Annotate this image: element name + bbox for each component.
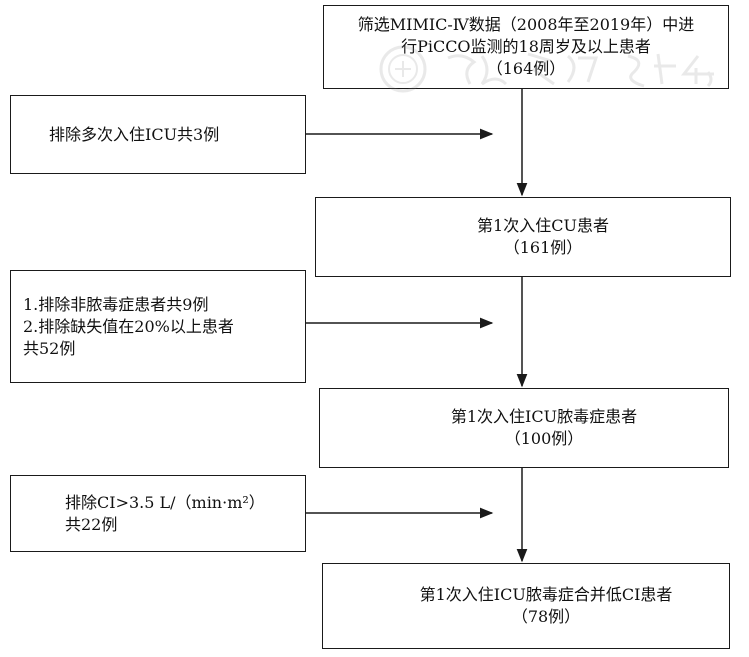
- exclusion-2-line-3: 共52例: [23, 338, 76, 358]
- first-icu-box: 第1次入住CU患者 （161例）: [315, 197, 731, 277]
- first-icu-sepsis-box: 第1次入住ICU脓毒症患者 （100例）: [319, 388, 729, 468]
- screening-count: （164例）: [486, 59, 566, 78]
- exclusion-3-line-2: 共22例: [65, 514, 118, 534]
- final-cohort-label: 第1次入住ICU脓毒症合并低CI患者: [419, 585, 673, 604]
- first-icu-label: 第1次入住CU患者: [477, 216, 609, 235]
- final-cohort-count: （78例）: [511, 607, 581, 626]
- exclusion-2-line-1: 1.排除非脓毒症患者共9例: [23, 294, 209, 314]
- first-icu-sepsis-label: 第1次入住ICU脓毒症患者: [450, 407, 638, 426]
- first-icu-sepsis-count: （100例）: [504, 429, 584, 448]
- exclusion-box-1: 排除多次入住ICU共3例: [10, 95, 306, 174]
- first-icu-count: （161例）: [503, 238, 583, 257]
- exclusion-box-3: 排除CI>3.5 L/（min·m²） 共22例: [10, 475, 306, 552]
- screening-box: 筛选MIMIC-Ⅳ数据（2008年至2019年）中进 行PiCCO监测的18周岁…: [323, 5, 729, 89]
- exclusion-3-line-1: 排除CI>3.5 L/（min·m²）: [65, 492, 265, 512]
- final-cohort-box: 第1次入住ICU脓毒症合并低CI患者 （78例）: [322, 563, 730, 649]
- exclusion-2-line-2: 2.排除缺失值在20%以上患者: [23, 316, 234, 336]
- exclusion-box-2: 1.排除非脓毒症患者共9例 2.排除缺失值在20%以上患者 共52例: [10, 270, 306, 383]
- journal-seal-watermark: [379, 45, 714, 93]
- exclusion-1-text: 排除多次入住ICU共3例: [49, 124, 220, 144]
- screening-line-1: 筛选MIMIC-Ⅳ数据（2008年至2019年）中进: [357, 15, 695, 34]
- screening-line-2: 行PiCCO监测的18周岁及以上患者: [401, 37, 651, 56]
